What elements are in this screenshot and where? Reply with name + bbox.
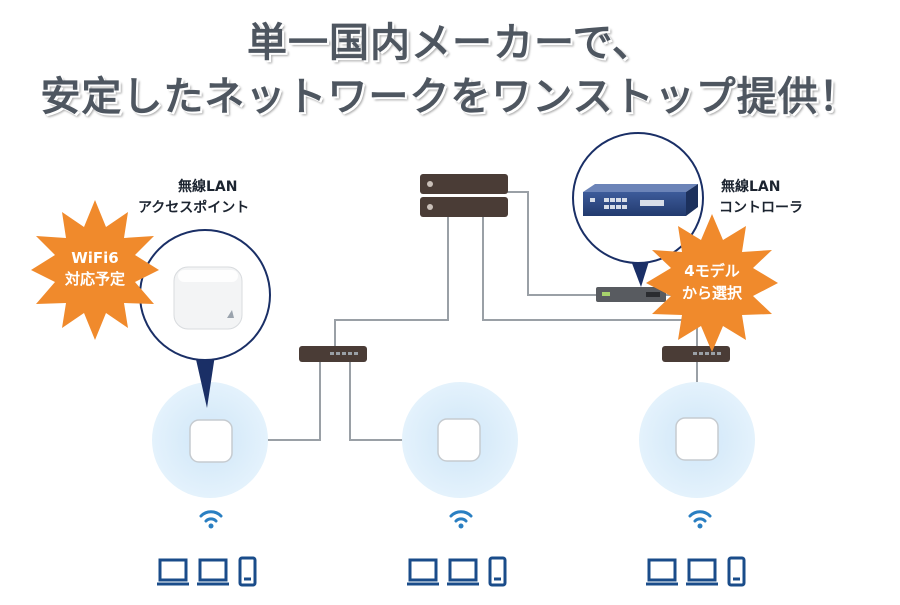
headline-line-2: 安定したネットワークをワンストップ提供！ (40, 74, 860, 120)
client-devices-3 (646, 556, 746, 587)
wifi6-badge-line-2: 対応予定 (64, 270, 125, 288)
models-badge: 4モデル から選択 (646, 214, 778, 352)
controller-label-line-1: 無線LAN (721, 178, 780, 195)
ap-callout (139, 229, 271, 408)
controller-label-line-2: コントローラ (719, 200, 803, 216)
laptop-icon (447, 558, 479, 586)
headline-line-1: 単一国内メーカーで、 (247, 20, 653, 66)
ap-zone-2 (402, 382, 518, 498)
laptop-icon (686, 558, 718, 586)
wifi6-badge: WiFi6 対応予定 (31, 200, 159, 340)
controller-image (583, 184, 698, 216)
cable-core-to-right-switch (482, 215, 698, 352)
cable-core-to-left-switch (334, 215, 449, 352)
wifi-icon (199, 510, 223, 529)
wifi-icon (449, 510, 473, 529)
client-devices-1 (157, 556, 257, 587)
ap-label-line-2: アクセスポイント (138, 199, 249, 216)
core-switch-stack (420, 174, 508, 217)
client-devices-2 (407, 556, 507, 587)
laptop-icon (157, 558, 189, 586)
laptop-icon (646, 558, 678, 586)
cable-core-to-controller-switch (503, 191, 598, 296)
models-badge-line-2: から選択 (682, 284, 743, 302)
models-badge-line-1: 4モデル (684, 262, 739, 280)
access-point-image (173, 266, 243, 330)
laptop-icon (407, 558, 439, 586)
ap-zone-3 (639, 382, 755, 498)
starburst-shape (31, 200, 159, 340)
laptop-icon (197, 558, 229, 586)
wifi-icon (688, 510, 712, 529)
core-switch-top (420, 174, 508, 194)
left-switch (299, 346, 367, 362)
core-switch-bottom-led (427, 204, 433, 210)
right-switch (662, 346, 730, 362)
controller-switch (596, 287, 666, 302)
starburst-shape (646, 214, 778, 352)
smartphone-icon (238, 556, 257, 587)
core-switch-top-led (427, 181, 433, 187)
smartphone-icon (727, 556, 746, 587)
ap-zone-1 (152, 382, 268, 498)
controller-callout (572, 132, 704, 287)
ap-label-line-1: 無線LAN (178, 178, 237, 195)
smartphone-icon (488, 556, 507, 587)
wifi6-badge-line-1: WiFi6 (71, 249, 119, 267)
core-switch-bottom (420, 197, 508, 217)
